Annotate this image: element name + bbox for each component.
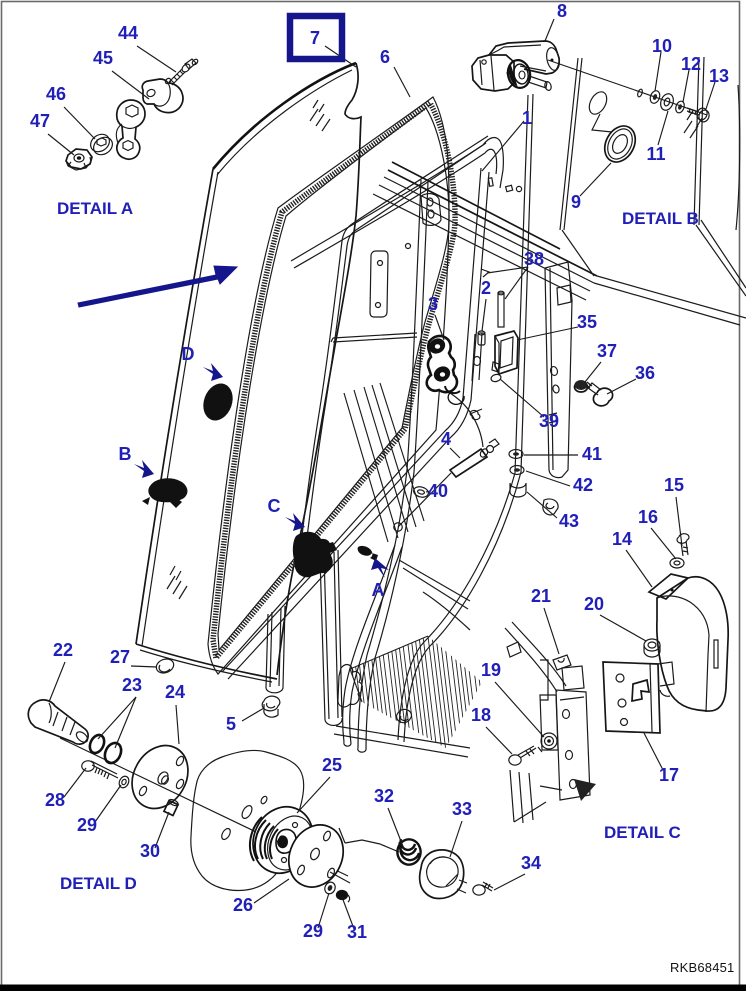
svg-text:14: 14 — [612, 529, 632, 549]
svg-text:36: 36 — [635, 363, 655, 383]
svg-text:DETAIL C: DETAIL C — [604, 823, 681, 842]
svg-text:6: 6 — [380, 47, 390, 67]
svg-text:15: 15 — [664, 475, 684, 495]
svg-text:DETAIL B: DETAIL B — [622, 209, 699, 228]
svg-text:11: 11 — [646, 144, 665, 164]
svg-text:47: 47 — [30, 111, 50, 131]
svg-text:18: 18 — [471, 705, 491, 725]
svg-text:D: D — [182, 344, 195, 364]
svg-text:27: 27 — [110, 647, 130, 667]
svg-text:30: 30 — [140, 841, 160, 861]
svg-text:A: A — [372, 580, 385, 600]
svg-text:23: 23 — [122, 675, 142, 695]
svg-text:28: 28 — [45, 790, 65, 810]
svg-text:DETAIL D: DETAIL D — [60, 874, 137, 893]
svg-text:25: 25 — [322, 755, 342, 775]
svg-text:39: 39 — [539, 411, 559, 431]
svg-text:35: 35 — [577, 312, 597, 332]
svg-text:26: 26 — [233, 895, 253, 915]
svg-text:40: 40 — [428, 481, 448, 501]
svg-text:9: 9 — [571, 192, 581, 212]
svg-text:7: 7 — [310, 28, 320, 48]
svg-text:41: 41 — [582, 444, 602, 464]
svg-text:4: 4 — [441, 429, 451, 449]
svg-text:31: 31 — [347, 922, 367, 942]
svg-text:16: 16 — [638, 507, 658, 527]
svg-text:29: 29 — [303, 921, 323, 941]
svg-text:B: B — [119, 444, 132, 464]
svg-text:43: 43 — [559, 511, 579, 531]
svg-text:3: 3 — [428, 294, 438, 314]
svg-text:45: 45 — [93, 48, 113, 68]
svg-text:C: C — [268, 496, 281, 516]
svg-text:12: 12 — [681, 54, 701, 74]
svg-text:5: 5 — [226, 714, 236, 734]
svg-text:38: 38 — [524, 249, 544, 269]
svg-text:32: 32 — [374, 786, 394, 806]
svg-text:37: 37 — [597, 341, 617, 361]
svg-text:24: 24 — [165, 682, 185, 702]
svg-text:8: 8 — [557, 1, 567, 21]
svg-text:33: 33 — [452, 799, 472, 819]
svg-text:34: 34 — [521, 853, 541, 873]
svg-text:DETAIL A: DETAIL A — [57, 199, 133, 218]
svg-text:42: 42 — [573, 475, 593, 495]
svg-text:22: 22 — [53, 640, 73, 660]
svg-text:46: 46 — [46, 84, 66, 104]
svg-text:1: 1 — [522, 108, 532, 128]
svg-text:19: 19 — [481, 660, 501, 680]
svg-text:44: 44 — [118, 23, 138, 43]
svg-text:29: 29 — [77, 815, 97, 835]
svg-text:17: 17 — [659, 765, 679, 785]
svg-text:2: 2 — [481, 278, 491, 298]
svg-text:21: 21 — [531, 586, 551, 606]
svg-text:20: 20 — [584, 594, 604, 614]
svg-text:10: 10 — [652, 36, 672, 56]
svg-text:13: 13 — [709, 66, 729, 86]
svg-text:RKB68451: RKB68451 — [670, 960, 734, 975]
